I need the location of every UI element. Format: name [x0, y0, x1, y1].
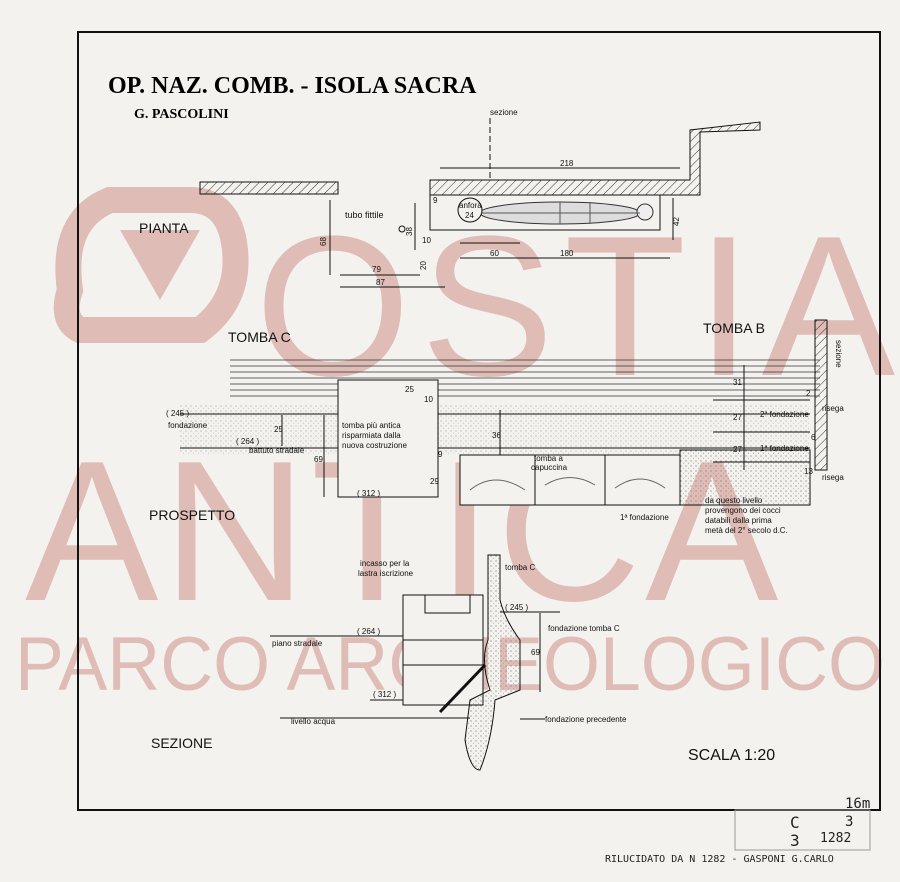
boat-logo-icon [53, 187, 249, 343]
old-tomb-line-1: tomba più antica [342, 421, 401, 430]
section-view: incasso per la lastra iscrizione tomba C… [151, 554, 627, 771]
section-level-312: ( 312 ) [373, 690, 396, 699]
elevation-section-label: sezione [834, 340, 843, 368]
tomb-b-stones [679, 449, 811, 506]
stamp-num: 3 [845, 814, 853, 830]
dim-36: 36 [492, 431, 501, 440]
section-level-264: ( 264 ) [357, 627, 380, 636]
amphora-number: 24 [465, 211, 474, 220]
section-title: SEZIONE [151, 735, 212, 751]
risega-label-2: risega [822, 473, 844, 482]
dim-38: 38 [405, 227, 414, 236]
note-line-1: da questo livello [705, 496, 763, 505]
dim-9: 9 [433, 196, 438, 205]
tomb-b-wall [814, 319, 828, 471]
section-dim-69: 69 [531, 648, 540, 657]
elevation-view: TOMBA C TOMBA B ( 245 ) fondazi [149, 319, 844, 535]
dim-79: 79 [372, 265, 381, 274]
drawing-frame [77, 31, 881, 811]
dim-20: 20 [419, 261, 428, 270]
dim-31: 31 [733, 378, 742, 387]
footer-note: RILUCIDATO DA N 1282 - GASPONI G.CARLO [605, 854, 834, 865]
section-incasso-1: incasso per la [360, 559, 410, 568]
course-lines [230, 359, 820, 397]
plan-tomb-outline [429, 194, 661, 231]
stamp-frac: 1282 [820, 831, 851, 846]
capuccina-line-2: capuccina [531, 463, 568, 472]
elevation-title: PROSPETTO [149, 507, 235, 523]
dim-29: 29 [430, 477, 439, 486]
dim-60: 60 [490, 249, 499, 258]
stamp-bottom: 3 [790, 831, 800, 850]
section-piano: piano stradale [272, 639, 323, 648]
capuccina-box-3 [604, 454, 681, 506]
level-245: ( 245 ) [166, 409, 189, 418]
section-fond-prec: fondazione precedente [545, 715, 627, 724]
note-line-3: databili dalla prima [705, 516, 772, 525]
plan-section-label: sezione [490, 108, 518, 117]
section-fond-c: fondazione tomba C [548, 624, 620, 633]
second-fondazione-label: 2ª fondazione [760, 410, 809, 419]
plan-title: PIANTA [139, 220, 189, 236]
section-inscription-slot [424, 594, 471, 614]
section-block [402, 594, 484, 706]
page-title: OP. NAZ. COMB. - ISOLA SACRA [108, 73, 477, 99]
plan-view: PIANTA sezione anfora 24 tubo fittile 21… [139, 108, 761, 288]
dim-25a: 25 [405, 385, 414, 394]
dim-42: 42 [672, 217, 681, 226]
capuccina-box-2 [534, 454, 606, 506]
elevation-tomb-b: TOMBA B [703, 320, 765, 336]
archive-stamp: C 3 3 1282 [734, 809, 871, 851]
amphora-icon [457, 197, 483, 223]
level-264: ( 264 ) [236, 437, 259, 446]
note-line-4: metà del 2° secolo d.C. [705, 526, 788, 535]
pipe-label: tubo fittile [345, 210, 384, 220]
old-tomb-line-2: risparmiata dalla [342, 431, 401, 440]
dim-13: 13 [804, 467, 813, 476]
corner-note: 16m [845, 796, 870, 812]
dim-27a: 27 [733, 413, 742, 422]
dim-25b: 25 [274, 425, 283, 434]
dim-69-elev: 69 [314, 455, 323, 464]
dim-9-elev: 9 [438, 450, 443, 459]
dim-68: 68 [319, 237, 328, 246]
section-incasso-2: lastra iscrizione [358, 569, 414, 578]
dim-180: 180 [560, 249, 574, 258]
scale-label: SCALA 1:20 [688, 747, 775, 764]
elevation-tomb-c: TOMBA C [228, 329, 291, 345]
fondazione-label: fondazione [168, 421, 208, 430]
note-line-2: provengono dei cocci [705, 506, 781, 515]
section-acqua: livello acqua [291, 717, 336, 726]
dim-218: 218 [560, 159, 574, 168]
first-fondazione-b-label: 1ª fondazione [760, 444, 809, 453]
pipe-icon [398, 225, 406, 233]
dim-10-elev: 10 [424, 395, 433, 404]
battuto-label: battuto stradale [249, 446, 305, 455]
risega-label-1: risega [822, 404, 844, 413]
plan-wall-right [429, 121, 761, 196]
author-label: G. PASCOLINI [134, 107, 229, 122]
amphora-label: anfora [459, 201, 482, 210]
foundation-band [180, 404, 810, 454]
skeleton-icon [479, 201, 654, 225]
dim-10: 10 [422, 236, 431, 245]
plan-wall-left [199, 181, 339, 195]
section-tomb-c: tomba C [505, 563, 535, 572]
capuccina-line-1: tomba a [534, 454, 563, 463]
stamp-top: C [790, 813, 800, 832]
dim-6: 6 [811, 433, 816, 442]
tomb-c-block [337, 379, 439, 498]
old-tomb-line-3: nuova costruzione [342, 441, 407, 450]
first-fondazione-label: 1ª fondazione [620, 513, 669, 522]
dim-27b: 27 [733, 445, 742, 454]
dim-87: 87 [376, 278, 385, 287]
level-312: ( 312 ) [357, 489, 380, 498]
dim-2: 2 [806, 389, 811, 398]
section-wall [464, 554, 521, 771]
section-level-245: ( 245 ) [505, 603, 528, 612]
